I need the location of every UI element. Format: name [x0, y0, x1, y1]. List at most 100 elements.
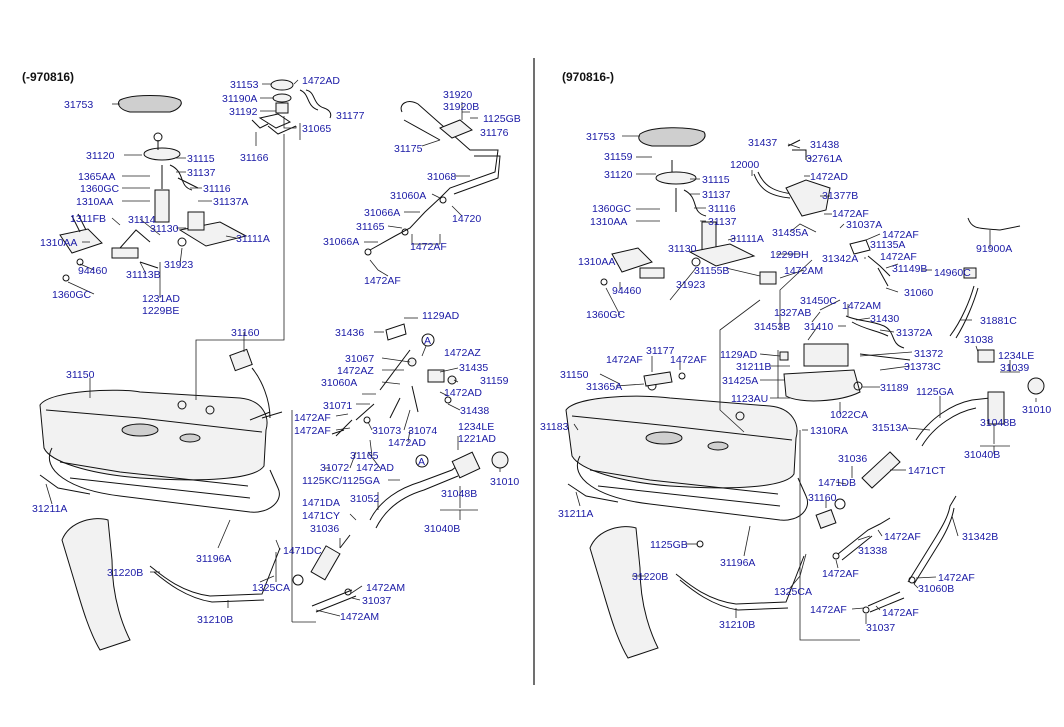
part-label: 1125GB — [483, 113, 521, 125]
part-label: 31040B — [424, 523, 460, 535]
part-label: 31923 — [164, 259, 193, 271]
part-label: 31111A — [730, 233, 764, 245]
part-label: 31177 — [336, 110, 365, 122]
part-label: 1472AM — [784, 265, 823, 277]
part-label: 31438 — [810, 139, 839, 151]
part-label: 1311FB — [70, 213, 106, 225]
part-label: 31135A — [870, 239, 905, 251]
part-label: 31067 — [345, 353, 374, 365]
part-label: 1472AM — [366, 582, 405, 594]
part-label: 31010 — [1022, 404, 1051, 416]
part-label: 1471DC — [283, 545, 322, 557]
part-label: 31115 — [187, 153, 215, 165]
part-label: 31048B — [441, 488, 477, 500]
part-label: 31113B — [126, 269, 161, 281]
part-label: 31176 — [480, 127, 509, 139]
part-label: 1472AD — [302, 75, 340, 87]
part-label: 31372 — [914, 348, 943, 360]
part-label: 31211B — [736, 361, 771, 373]
part-label: 31071 — [323, 400, 352, 412]
part-label: 31196A — [720, 557, 755, 569]
part-label: 31430 — [870, 313, 899, 325]
part-label: 31920B — [443, 101, 479, 113]
part-label: 14720 — [452, 213, 481, 225]
right-leader-lines — [573, 135, 1037, 641]
part-label: 1472AF — [832, 208, 869, 220]
part-label: 31183 — [540, 421, 569, 433]
part-label: 1231AD — [142, 293, 180, 305]
part-label: 31165 — [356, 221, 385, 233]
part-label: 31066A — [364, 207, 400, 219]
part-label: 1234LE — [458, 421, 494, 433]
part-label: 1472AF — [882, 229, 919, 241]
part-label: 1472AF — [294, 425, 331, 437]
part-label: 31137A — [213, 196, 248, 208]
part-label: 31435 — [459, 362, 488, 374]
part-label: 31048B — [980, 417, 1016, 429]
part-label: 31060A — [390, 190, 426, 202]
part-label: 31150 — [66, 369, 95, 381]
part-label: 31037 — [866, 622, 895, 634]
part-label: 31220B — [107, 567, 143, 579]
part-label: 31116 — [203, 183, 231, 195]
part-label: 94460 — [78, 265, 107, 277]
part-label: 31010 — [490, 476, 519, 488]
part-label: 1472AF — [606, 354, 643, 366]
part-label: 31372A — [896, 327, 932, 339]
part-label: 31066A — [323, 236, 359, 248]
part-label: 1471CY — [302, 510, 340, 522]
part-label: 31210B — [719, 619, 755, 631]
part-label: 1310RA — [810, 425, 848, 437]
part-label: 31210B — [197, 614, 233, 626]
part-label: 14960C — [934, 267, 971, 279]
part-label: 31177 — [646, 345, 675, 357]
part-label: 1472AF — [410, 241, 447, 253]
part-label: 31175 — [394, 143, 423, 155]
part-label: 31060B — [918, 583, 954, 595]
part-label: 31036 — [310, 523, 339, 535]
part-label: 31192 — [229, 106, 258, 118]
part-label: 31220B — [632, 571, 668, 583]
part-label: 31116 — [708, 203, 736, 215]
part-label: 31074 — [408, 425, 437, 437]
part-label: 31437 — [748, 137, 777, 149]
part-label: 1327AB — [774, 307, 811, 319]
part-label: 31190A — [222, 93, 257, 105]
part-label: 1472AD — [388, 437, 426, 449]
part-label: 1229BE — [142, 305, 179, 317]
part-label: 1472AF — [880, 251, 917, 263]
part-label: 31068 — [427, 171, 456, 183]
part-label: 31137 — [702, 189, 731, 201]
part-label: 31513A — [872, 422, 908, 434]
part-label: 1472AF — [884, 531, 921, 543]
right-panel-drawings — [565, 127, 1045, 659]
part-label: 1471CT — [908, 465, 946, 477]
part-label: 31365A — [586, 381, 622, 393]
part-label: 1472AF — [810, 604, 847, 616]
right-panel-labels: (970816-) 31437 31438 31753 32761A 31159… — [540, 70, 1051, 634]
part-label: 31150 — [560, 369, 589, 381]
part-label: 1472AF — [364, 275, 401, 287]
part-label: 1472AM — [340, 611, 379, 623]
part-label: 31753 — [64, 99, 93, 111]
part-label: 1129AD — [720, 349, 758, 361]
part-label: 1325CA — [774, 586, 812, 598]
part-label: 31120 — [604, 169, 633, 181]
part-label: 31130 — [150, 223, 179, 235]
part-label: 31039 — [1000, 362, 1029, 374]
part-label: 31111A — [236, 233, 270, 245]
part-label: 31438 — [460, 405, 489, 417]
part-label: 31065 — [302, 123, 331, 135]
part-label: 31072 — [320, 462, 349, 474]
part-label: 31073 — [372, 425, 401, 437]
part-label: 31060A — [321, 377, 357, 389]
part-label: 31342B — [962, 531, 998, 543]
part-label: 31137 — [187, 167, 216, 179]
part-label: 1125GB — [650, 539, 688, 551]
part-label: 31189 — [880, 382, 909, 394]
part-label: 31425A — [722, 375, 758, 387]
part-label: 1129AD — [422, 310, 460, 322]
left-panel-drawings — [39, 79, 509, 651]
part-label: 1310AA — [76, 196, 113, 208]
right-panel-header: (970816-) — [562, 70, 614, 84]
